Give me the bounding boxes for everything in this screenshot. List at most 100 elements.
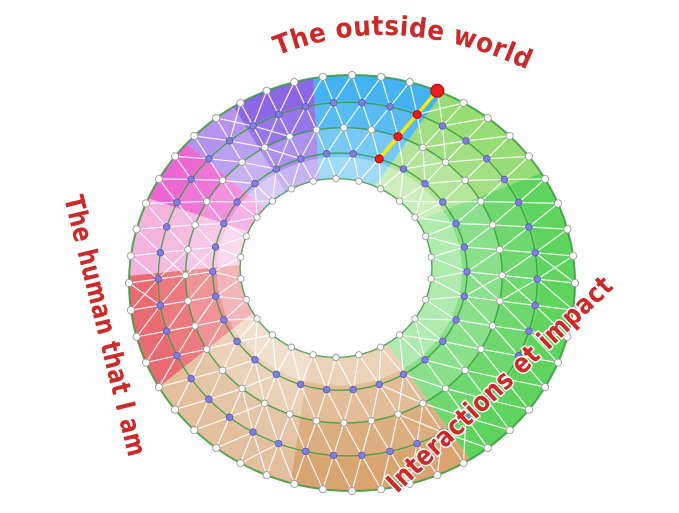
selected-node[interactable] [430, 83, 445, 98]
purple-mesh-node[interactable] [209, 267, 217, 276]
white-mesh-node[interactable] [290, 479, 299, 488]
white-mesh-node[interactable] [268, 331, 277, 339]
white-mesh-node[interactable] [340, 123, 348, 132]
white-mesh-node[interactable] [268, 197, 277, 205]
purple-mesh-node[interactable] [233, 198, 241, 206]
white-mesh-node[interactable] [309, 351, 317, 359]
white-mesh-node[interactable] [126, 251, 135, 260]
white-mesh-node[interactable] [242, 232, 250, 240]
selected-node[interactable] [374, 154, 384, 164]
purple-mesh-node[interactable] [301, 102, 310, 111]
sector-magenta[interactable] [148, 143, 265, 232]
white-mesh-node[interactable] [541, 174, 550, 184]
white-mesh-node[interactable] [461, 176, 469, 185]
white-mesh-node[interactable] [141, 199, 151, 208]
white-mesh-node[interactable] [496, 297, 504, 305]
purple-mesh-node[interactable] [460, 292, 469, 301]
white-mesh-node[interactable] [290, 78, 299, 87]
white-mesh-node[interactable] [459, 98, 468, 107]
purple-mesh-node[interactable] [421, 356, 429, 364]
white-mesh-node[interactable] [569, 306, 578, 315]
white-mesh-node[interactable] [312, 126, 321, 134]
white-mesh-node[interactable] [141, 358, 151, 367]
white-mesh-node[interactable] [461, 366, 469, 375]
white-mesh-node[interactable] [318, 485, 327, 494]
white-mesh-node[interactable] [347, 486, 357, 496]
purple-mesh-node[interactable] [322, 150, 331, 158]
white-mesh-node[interactable] [433, 471, 442, 480]
purple-mesh-node[interactable] [173, 351, 181, 360]
white-mesh-node[interactable] [212, 113, 221, 123]
purple-mesh-node[interactable] [233, 337, 241, 346]
white-mesh-node[interactable] [332, 353, 340, 362]
white-mesh-node[interactable] [237, 253, 245, 261]
purple-mesh-node[interactable] [272, 165, 281, 173]
white-mesh-node[interactable] [154, 174, 163, 184]
white-mesh-node[interactable] [367, 126, 376, 134]
white-mesh-node[interactable] [124, 278, 134, 288]
white-mesh-node[interactable] [498, 271, 506, 280]
white-mesh-node[interactable] [524, 405, 533, 414]
white-mesh-node[interactable] [459, 459, 468, 468]
purple-mesh-node[interactable] [220, 219, 228, 228]
white-mesh-node[interactable] [541, 382, 550, 392]
white-mesh-node[interactable] [422, 232, 430, 240]
purple-mesh-node[interactable] [533, 275, 542, 283]
white-mesh-node[interactable] [405, 479, 414, 488]
white-mesh-node[interactable] [318, 72, 327, 81]
purple-mesh-node[interactable] [452, 219, 460, 228]
selected-node[interactable] [412, 110, 422, 119]
purple-mesh-node[interactable] [187, 374, 195, 383]
purple-mesh-node[interactable] [386, 102, 394, 111]
white-mesh-node[interactable] [441, 158, 450, 166]
purple-mesh-node[interactable] [452, 316, 460, 324]
white-mesh-node[interactable] [262, 471, 271, 480]
white-mesh-node[interactable] [411, 315, 419, 323]
purple-mesh-node[interactable] [358, 99, 366, 107]
white-mesh-node[interactable] [419, 399, 427, 408]
white-mesh-node[interactable] [262, 86, 271, 95]
purple-mesh-node[interactable] [322, 385, 331, 394]
purple-mesh-node[interactable] [187, 175, 195, 184]
purple-mesh-node[interactable] [358, 451, 366, 460]
purple-mesh-node[interactable] [375, 380, 383, 389]
white-mesh-node[interactable] [427, 275, 435, 283]
white-mesh-node[interactable] [171, 405, 180, 414]
purple-mesh-node[interactable] [329, 98, 338, 107]
purple-mesh-node[interactable] [205, 395, 213, 404]
purple-mesh-node[interactable] [349, 150, 357, 158]
white-mesh-node[interactable] [505, 426, 514, 435]
white-mesh-node[interactable] [332, 174, 340, 183]
purple-mesh-node[interactable] [525, 327, 533, 335]
purple-mesh-node[interactable] [225, 413, 234, 422]
white-mesh-node[interactable] [563, 225, 572, 234]
purple-mesh-node[interactable] [500, 374, 509, 383]
white-mesh-node[interactable] [477, 197, 485, 206]
white-mesh-node[interactable] [355, 351, 363, 359]
white-mesh-node[interactable] [553, 358, 563, 367]
purple-mesh-node[interactable] [296, 155, 305, 163]
white-mesh-node[interactable] [483, 113, 492, 123]
purple-mesh-node[interactable] [274, 110, 283, 119]
white-mesh-node[interactable] [181, 271, 190, 280]
purple-mesh-node[interactable] [211, 292, 220, 301]
white-mesh-node[interactable] [287, 185, 296, 193]
purple-mesh-node[interactable] [483, 155, 491, 163]
white-mesh-node[interactable] [285, 132, 294, 141]
purple-mesh-node[interactable] [514, 352, 523, 360]
white-mesh-node[interactable] [236, 459, 245, 468]
white-mesh-node[interactable] [287, 343, 296, 351]
white-mesh-node[interactable] [132, 332, 141, 341]
purple-mesh-node[interactable] [413, 439, 421, 448]
purple-mesh-node[interactable] [249, 428, 257, 436]
purple-mesh-node[interactable] [462, 137, 470, 145]
white-mesh-node[interactable] [488, 221, 497, 229]
purple-mesh-node[interactable] [225, 137, 234, 145]
purple-mesh-node[interactable] [531, 248, 539, 257]
white-mesh-node[interactable] [202, 197, 211, 206]
white-mesh-node[interactable] [238, 384, 246, 393]
white-mesh-node[interactable] [154, 382, 163, 392]
purple-mesh-node[interactable] [301, 447, 310, 456]
white-mesh-node[interactable] [524, 152, 533, 161]
purple-mesh-node[interactable] [439, 198, 447, 206]
